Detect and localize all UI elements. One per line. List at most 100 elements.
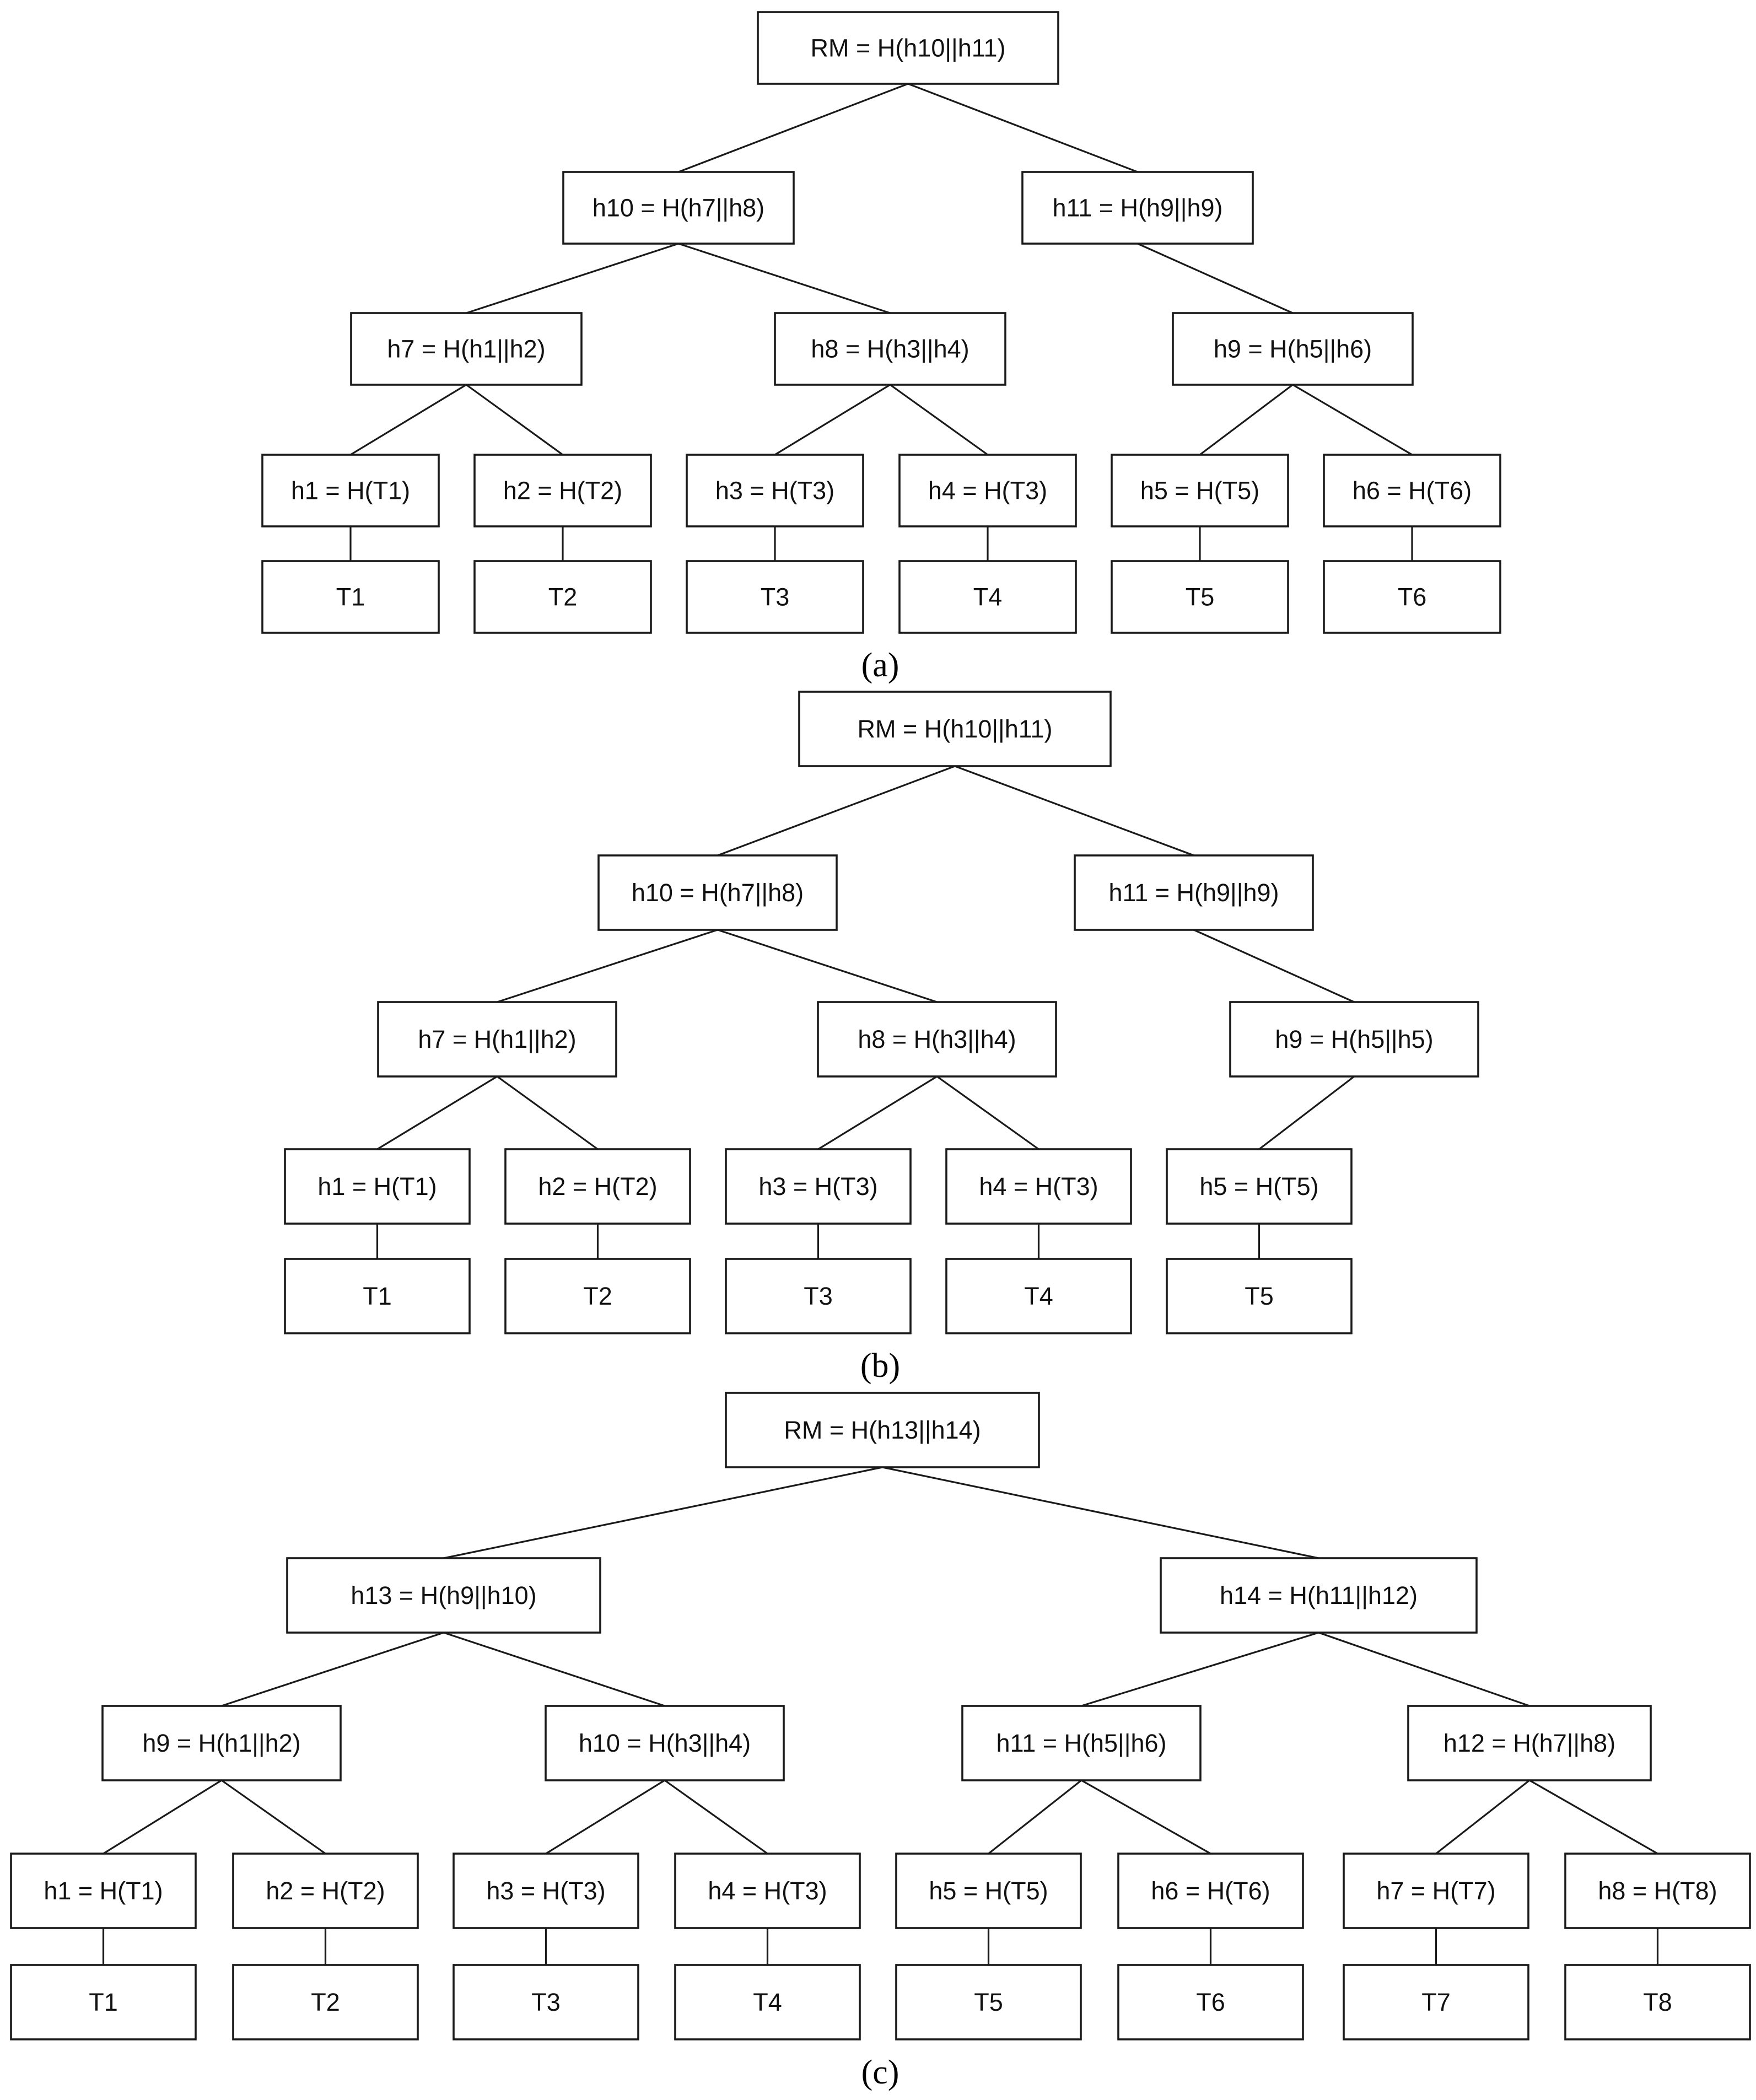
- edge-a-h8-to-a-h3: [774, 384, 891, 456]
- node-a-t5: T5: [1111, 560, 1289, 634]
- node-label: h3 = H(T3): [715, 477, 834, 505]
- tree-edges: [102, 83, 1659, 1965]
- edge-a-h10-to-a-h7: [466, 243, 679, 314]
- node-a-rm: RM = H(h10||h11): [757, 11, 1059, 85]
- node-label: h7 = H(h1||h2): [387, 335, 545, 363]
- node-b-h1: h1 = H(T1): [284, 1148, 471, 1225]
- edge-c-h10-to-c-h3: [545, 1779, 665, 1855]
- node-a-t1: T1: [261, 560, 440, 634]
- edge-b-h9-to-b-h5: [1258, 1075, 1355, 1150]
- edge-c-h13-to-c-h9: [221, 1631, 444, 1707]
- node-label: h5 = H(T5): [1140, 477, 1259, 505]
- edge-b-h11-to-b-h9: [1193, 929, 1355, 1003]
- edge-c-h13-to-c-h10: [443, 1631, 665, 1707]
- node-label: T5: [974, 1988, 1003, 2016]
- node-label: T4: [753, 1988, 782, 2016]
- edge-a-h10-to-a-h8: [678, 243, 891, 314]
- node-a-h10: h10 = H(h7||h8): [562, 171, 795, 245]
- edge-c-h14-to-c-h11: [1081, 1631, 1319, 1707]
- edge-c-h12-to-c-h8: [1529, 1779, 1658, 1855]
- node-label: h3 = H(T3): [486, 1877, 605, 1905]
- node-c-t2: T2: [232, 1964, 419, 2040]
- node-c-rm: RM = H(h13||h14): [725, 1392, 1040, 1468]
- node-label: h9 = H(h1||h2): [142, 1729, 300, 1757]
- node-a-h8: h8 = H(h3||h4): [774, 312, 1006, 386]
- node-a-h7: h7 = H(h1||h2): [350, 312, 583, 386]
- node-label: h2 = H(T2): [266, 1877, 385, 1905]
- node-box: [1564, 1964, 1751, 2040]
- node-label: h10 = H(h7||h8): [632, 879, 804, 907]
- node-b-h3: h3 = H(T3): [725, 1148, 912, 1225]
- node-box: [473, 454, 652, 527]
- node-c-h3: h3 = H(T3): [453, 1853, 639, 1929]
- node-box: [817, 1001, 1057, 1078]
- edge-b-h10-to-b-h7: [497, 929, 718, 1003]
- node-label: h11 = H(h5||h6): [996, 1729, 1167, 1757]
- node-label: h2 = H(T2): [503, 477, 622, 505]
- node-c-t1: T1: [10, 1964, 197, 2040]
- node-a-t6: T6: [1323, 560, 1501, 634]
- panel-caption-0: (a): [861, 647, 899, 684]
- edge-a-rm-to-a-h10: [678, 83, 909, 173]
- node-label: h1 = H(T1): [317, 1172, 437, 1200]
- node-label: h8 = H(h3||h4): [811, 335, 969, 363]
- node-box: [1172, 312, 1414, 386]
- edge-a-h9-to-a-h5: [1199, 384, 1294, 456]
- panel-caption-2: (c): [861, 2054, 899, 2091]
- node-label: h6 = H(T6): [1151, 1877, 1270, 1905]
- node-box: [562, 171, 795, 245]
- node-label: T1: [363, 1282, 392, 1310]
- node-c-h9: h9 = H(h1||h2): [101, 1705, 342, 1781]
- node-b-h2: h2 = H(T2): [504, 1148, 691, 1225]
- node-label: T6: [1196, 1988, 1225, 2016]
- node-b-h7: h7 = H(h1||h2): [377, 1001, 617, 1078]
- node-box: [545, 1705, 785, 1781]
- node-box: [1323, 560, 1501, 634]
- node-box: [1343, 1964, 1529, 2040]
- node-b-h9: h9 = H(h5||h5): [1229, 1001, 1479, 1078]
- edge-b-rm-to-b-h11: [954, 765, 1194, 857]
- node-b-h4: h4 = H(T3): [945, 1148, 1132, 1225]
- node-c-t4: T4: [674, 1964, 861, 2040]
- node-label: h12 = H(h7||h8): [1443, 1729, 1615, 1757]
- node-label: h9 = H(h5||h5): [1275, 1025, 1433, 1053]
- node-box: [895, 1853, 1082, 1929]
- node-box: [1407, 1705, 1652, 1781]
- node-a-t2: T2: [473, 560, 652, 634]
- node-label: h2 = H(T2): [538, 1172, 657, 1200]
- node-label: T1: [336, 583, 365, 611]
- node-box: [1229, 1001, 1479, 1078]
- node-box: [1166, 1148, 1353, 1225]
- node-label: h1 = H(T1): [291, 477, 410, 505]
- node-b-h11: h11 = H(h9||h9): [1074, 854, 1314, 931]
- node-a-h1: h1 = H(T1): [261, 454, 440, 527]
- node-label: h6 = H(T6): [1353, 477, 1472, 505]
- edge-c-h9-to-c-h1: [103, 1779, 222, 1855]
- node-box: [945, 1258, 1132, 1334]
- node-box: [1074, 854, 1314, 931]
- node-box: [895, 1964, 1082, 2040]
- edge-b-h7-to-b-h1: [376, 1075, 498, 1150]
- node-label: h10 = H(h7||h8): [592, 194, 764, 222]
- node-label: T5: [1186, 583, 1215, 611]
- node-label: T3: [761, 583, 790, 611]
- node-box: [1117, 1964, 1304, 2040]
- node-c-h13: h13 = H(h9||h10): [286, 1557, 601, 1634]
- node-box: [1117, 1853, 1304, 1929]
- node-b-h10: h10 = H(h7||h8): [597, 854, 838, 931]
- node-box: [10, 1853, 197, 1929]
- node-label: h8 = H(h3||h4): [858, 1025, 1016, 1053]
- node-box: [261, 454, 440, 527]
- panel-caption-1: (b): [860, 1347, 900, 1385]
- edge-b-h8-to-b-h3: [817, 1075, 938, 1150]
- node-box: [597, 854, 838, 931]
- edge-a-h7-to-a-h1: [350, 384, 467, 456]
- edge-c-h9-to-c-h2: [221, 1779, 326, 1855]
- node-box: [504, 1148, 691, 1225]
- edge-b-h7-to-b-h2: [497, 1075, 599, 1150]
- edge-b-h10-to-b-h8: [717, 929, 938, 1003]
- edge-b-h8-to-b-h4: [936, 1075, 1039, 1150]
- node-label: h4 = H(T3): [928, 477, 1047, 505]
- node-box: [453, 1853, 639, 1929]
